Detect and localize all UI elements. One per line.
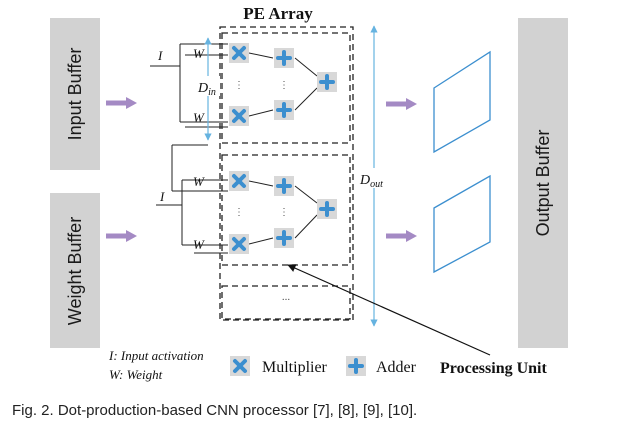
unit-2-adder-bottom	[272, 226, 296, 250]
svg-text:Dout: Dout	[359, 173, 383, 190]
output-arrow-2	[386, 230, 417, 242]
output-buffer: Output Buffer	[518, 18, 568, 348]
processing-unit-3-ellipsis: ...	[282, 291, 291, 303]
legend-weight: W: Weight	[109, 367, 163, 382]
d-out-label: D	[359, 173, 370, 188]
unit-2-add-ellipsis: ⋮	[279, 207, 289, 218]
input-buffer-arrow	[106, 97, 137, 109]
figure-caption: Fig. 2. Dot-production-based CNN process…	[12, 402, 418, 419]
legend-processing-unit-label: Processing Unit	[440, 360, 547, 377]
weight-label-1a: W	[193, 46, 205, 61]
d-in-label: D	[197, 81, 208, 96]
processing-unit-1	[221, 32, 351, 144]
output-feature-map-2	[433, 174, 491, 274]
pe-array-box	[219, 26, 354, 321]
svg-text:Din: Din	[197, 81, 216, 98]
legend-weight-text: W: Weight	[109, 367, 163, 382]
legend-multiplier-label: Multiplier	[262, 359, 328, 376]
output-feature-map-1	[433, 50, 491, 154]
output-buffer-label: Output Buffer	[533, 130, 553, 237]
input-buffer: Input Buffer	[50, 18, 100, 170]
legend-adder-label: Adder	[376, 359, 417, 376]
processing-unit-2	[221, 154, 351, 266]
processing-unit-pointer	[287, 264, 491, 356]
weight-label-2a: W	[193, 174, 205, 189]
unit-1-adder-sum	[315, 70, 339, 94]
unit-2-adder-top	[272, 174, 296, 198]
unit-1-adder-bottom	[272, 98, 296, 122]
processing-unit-3	[221, 285, 351, 320]
weight-buffer-label: Weight Buffer	[65, 217, 85, 325]
legend-input-activation-text: I: Input activation	[108, 348, 204, 363]
input-buffer-label: Input Buffer	[65, 48, 85, 141]
legend-multiplier-icon	[228, 354, 252, 378]
unit-2-multiplier-bottom	[227, 232, 251, 256]
legend-adder-icon	[344, 354, 368, 378]
d-out-arrow: Dout	[359, 25, 391, 327]
unit-2-wiring	[156, 144, 318, 254]
unit-2-mul-ellipsis: ⋮	[234, 207, 244, 218]
d-in-arrow: Din	[196, 37, 220, 141]
unit-1-add-ellipsis: ⋮	[279, 80, 289, 91]
d-out-subscript: out	[370, 179, 383, 190]
unit-2-adder-sum	[315, 197, 339, 221]
unit-1-multiplier-top	[227, 41, 251, 65]
pe-array-title: PE Array	[243, 4, 313, 23]
cnn-processor-diagram: Input Buffer Weight Buffer Output Buffer…	[50, 4, 568, 382]
output-arrow-1	[386, 98, 417, 110]
legend-input-activation: I: Input activation	[108, 348, 204, 363]
unit-1-mul-ellipsis: ⋮	[234, 80, 244, 91]
input-activation-label-2: I	[159, 189, 165, 204]
d-in-subscript: in	[208, 87, 216, 98]
unit-1-adder-top	[272, 46, 296, 70]
input-activation-label-1: I	[157, 48, 163, 63]
unit-1-multiplier-bottom	[227, 104, 251, 128]
weight-label-2b: W	[193, 237, 205, 252]
weight-buffer-arrow	[106, 230, 137, 242]
weight-buffer: Weight Buffer	[50, 193, 100, 348]
unit-2-multiplier-top	[227, 169, 251, 193]
weight-label-1b: W	[193, 110, 205, 125]
